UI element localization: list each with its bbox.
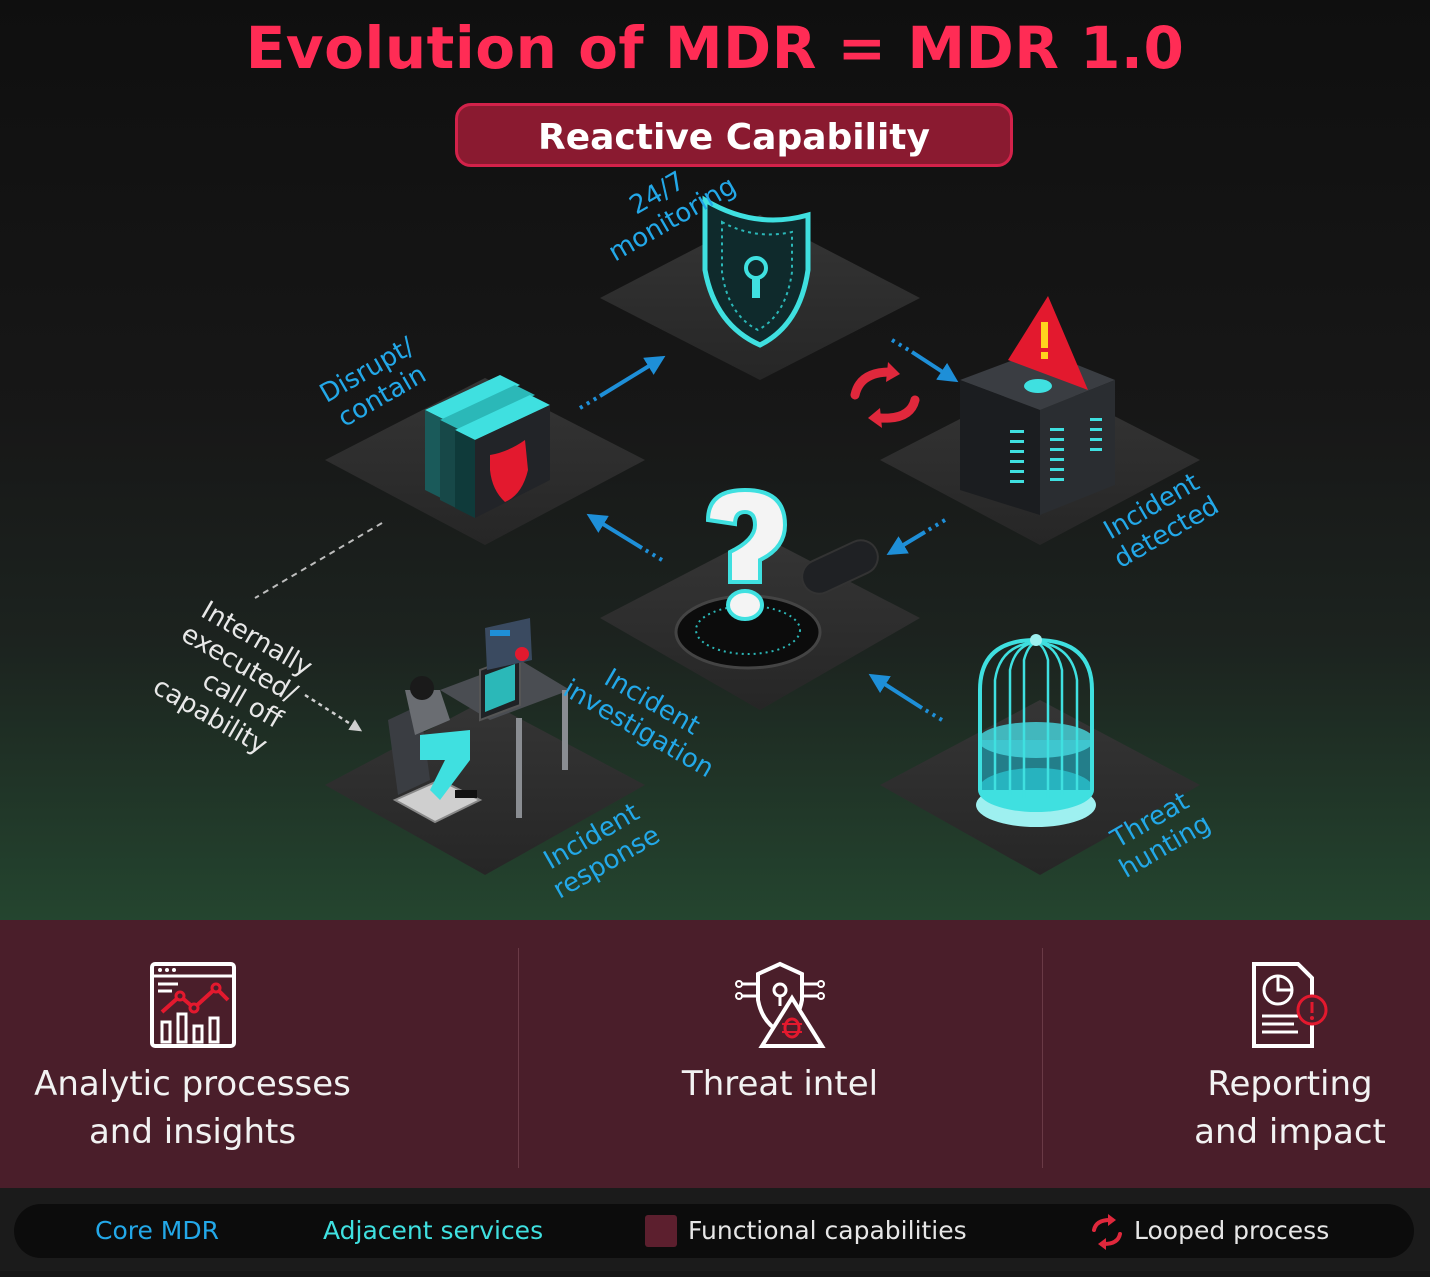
page-title: Evolution of MDR = MDR 1.0 (245, 14, 1185, 82)
functional-label-reporting: Reporting and impact (1194, 1064, 1386, 1152)
callout-arrow (304, 693, 363, 732)
legend-looped-process: Looped process (1134, 1216, 1330, 1245)
functional-item-reporting: Reporting and impact (1150, 920, 1430, 1188)
callout-line (254, 522, 383, 599)
legend-functional-swatch (645, 1215, 677, 1247)
shield-lock-icon (702, 195, 811, 348)
legend-core-mdr: Core MDR (95, 1216, 219, 1245)
functional-label-analytics: Analytic processes and insights (34, 1064, 351, 1152)
analytics-chart-icon (148, 960, 238, 1054)
loop-arrows-icon (1088, 1204, 1128, 1258)
analyst-desk-icon (388, 618, 570, 824)
diagram-area: Evolution of MDR = MDR 1.0 Reactive Capa… (0, 0, 1430, 920)
subtitle-pill: Reactive Capability (455, 103, 1013, 167)
functional-item-threat-intel: Threat intel (520, 920, 1040, 1188)
functional-capabilities-band: Analytic processes and insights Threat i… (0, 920, 1430, 1188)
cage-icon (976, 634, 1096, 827)
functional-item-analytics: Analytic processes and insights (0, 920, 385, 1188)
divider (518, 948, 519, 1168)
report-alert-icon (1248, 960, 1332, 1054)
diagram-graphic (254, 195, 1200, 875)
legend-area: Core MDR Adjacent services Functional ca… (0, 1188, 1430, 1271)
legend-functional-capabilities: Functional capabilities (688, 1216, 967, 1245)
question-magnifier-icon (674, 487, 879, 670)
legend-adjacent-services: Adjacent services (323, 1216, 544, 1245)
flow-arrows (578, 338, 959, 722)
folder-shield-icon (425, 375, 550, 518)
server-alert-icon (960, 296, 1115, 515)
divider (1042, 948, 1043, 1168)
legend: Core MDR Adjacent services Functional ca… (14, 1204, 1414, 1258)
functional-label-threat-intel: Threat intel (681, 1064, 879, 1104)
loop-arrows-icon (850, 362, 920, 428)
threat-bug-icon (732, 960, 828, 1054)
